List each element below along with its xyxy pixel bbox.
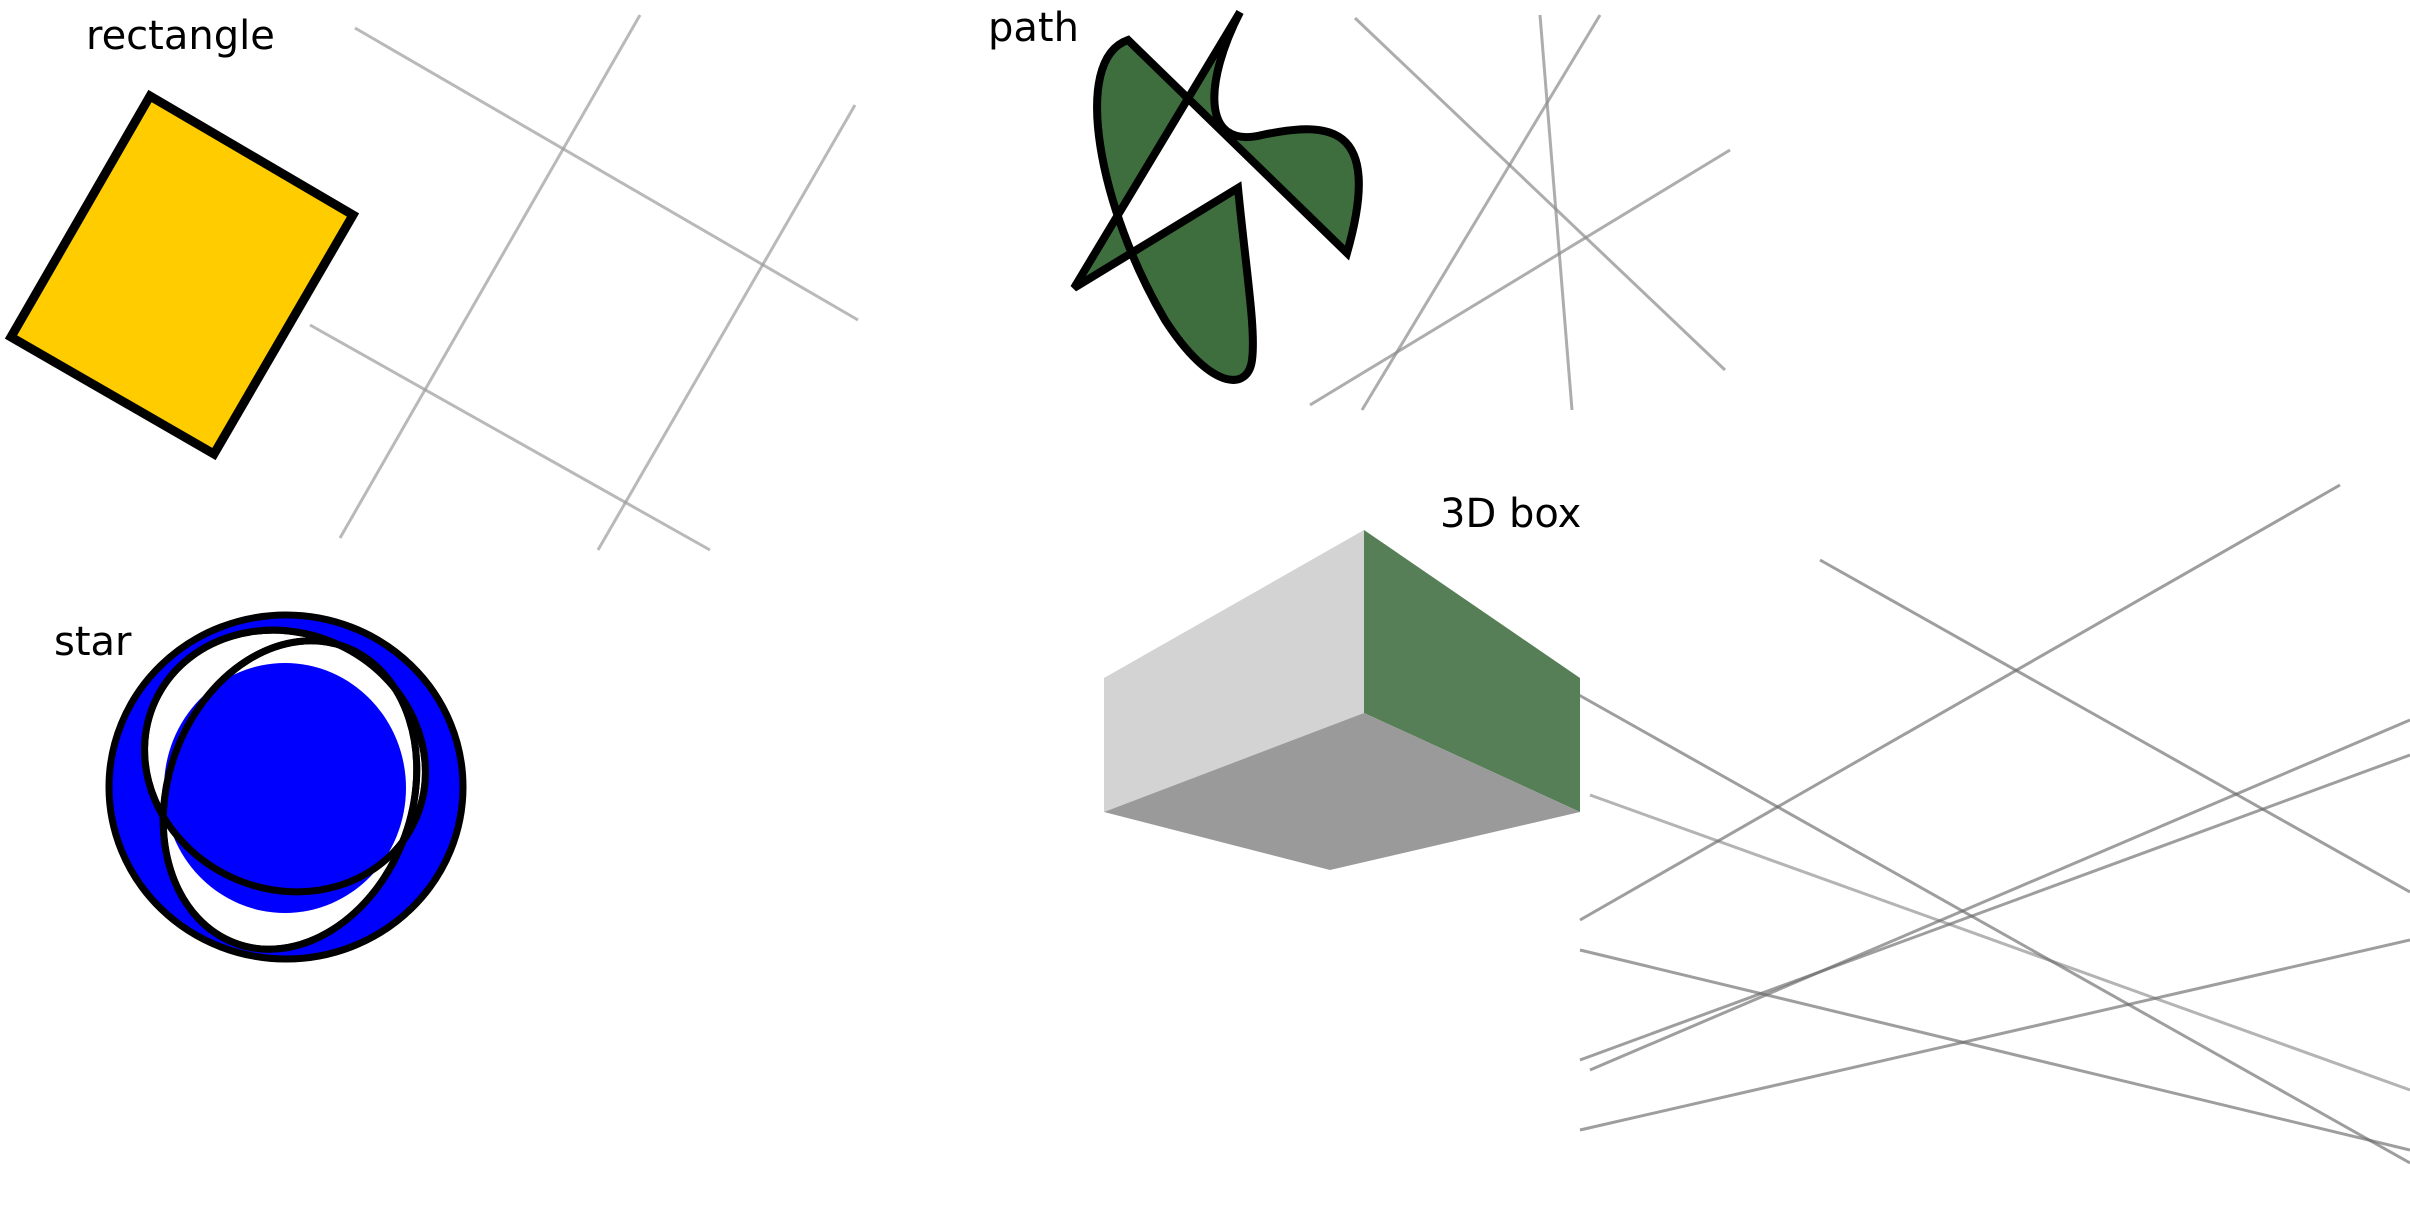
star-shape [105, 611, 467, 963]
rectangle-shape [4, 89, 360, 461]
rectangle-label: rectangle [86, 13, 275, 59]
rectangle-guide-lines [309, 14, 859, 552]
box3d-shape [1104, 530, 1580, 870]
star-guide-lines [462, 612, 1012, 1122]
path-guide-lines [1309, 14, 1731, 411]
box3d-right-face [1364, 530, 1580, 812]
box3d-label: 3D box [1440, 491, 1582, 537]
box3d-bottom-face [1104, 713, 1580, 870]
path-shape [1070, 9, 1363, 384]
box3d-left-face [1104, 530, 1364, 812]
star-label: star [54, 619, 132, 665]
path-label: path [988, 5, 1079, 51]
box3d-guide-lines [1569, 470, 2410, 1205]
